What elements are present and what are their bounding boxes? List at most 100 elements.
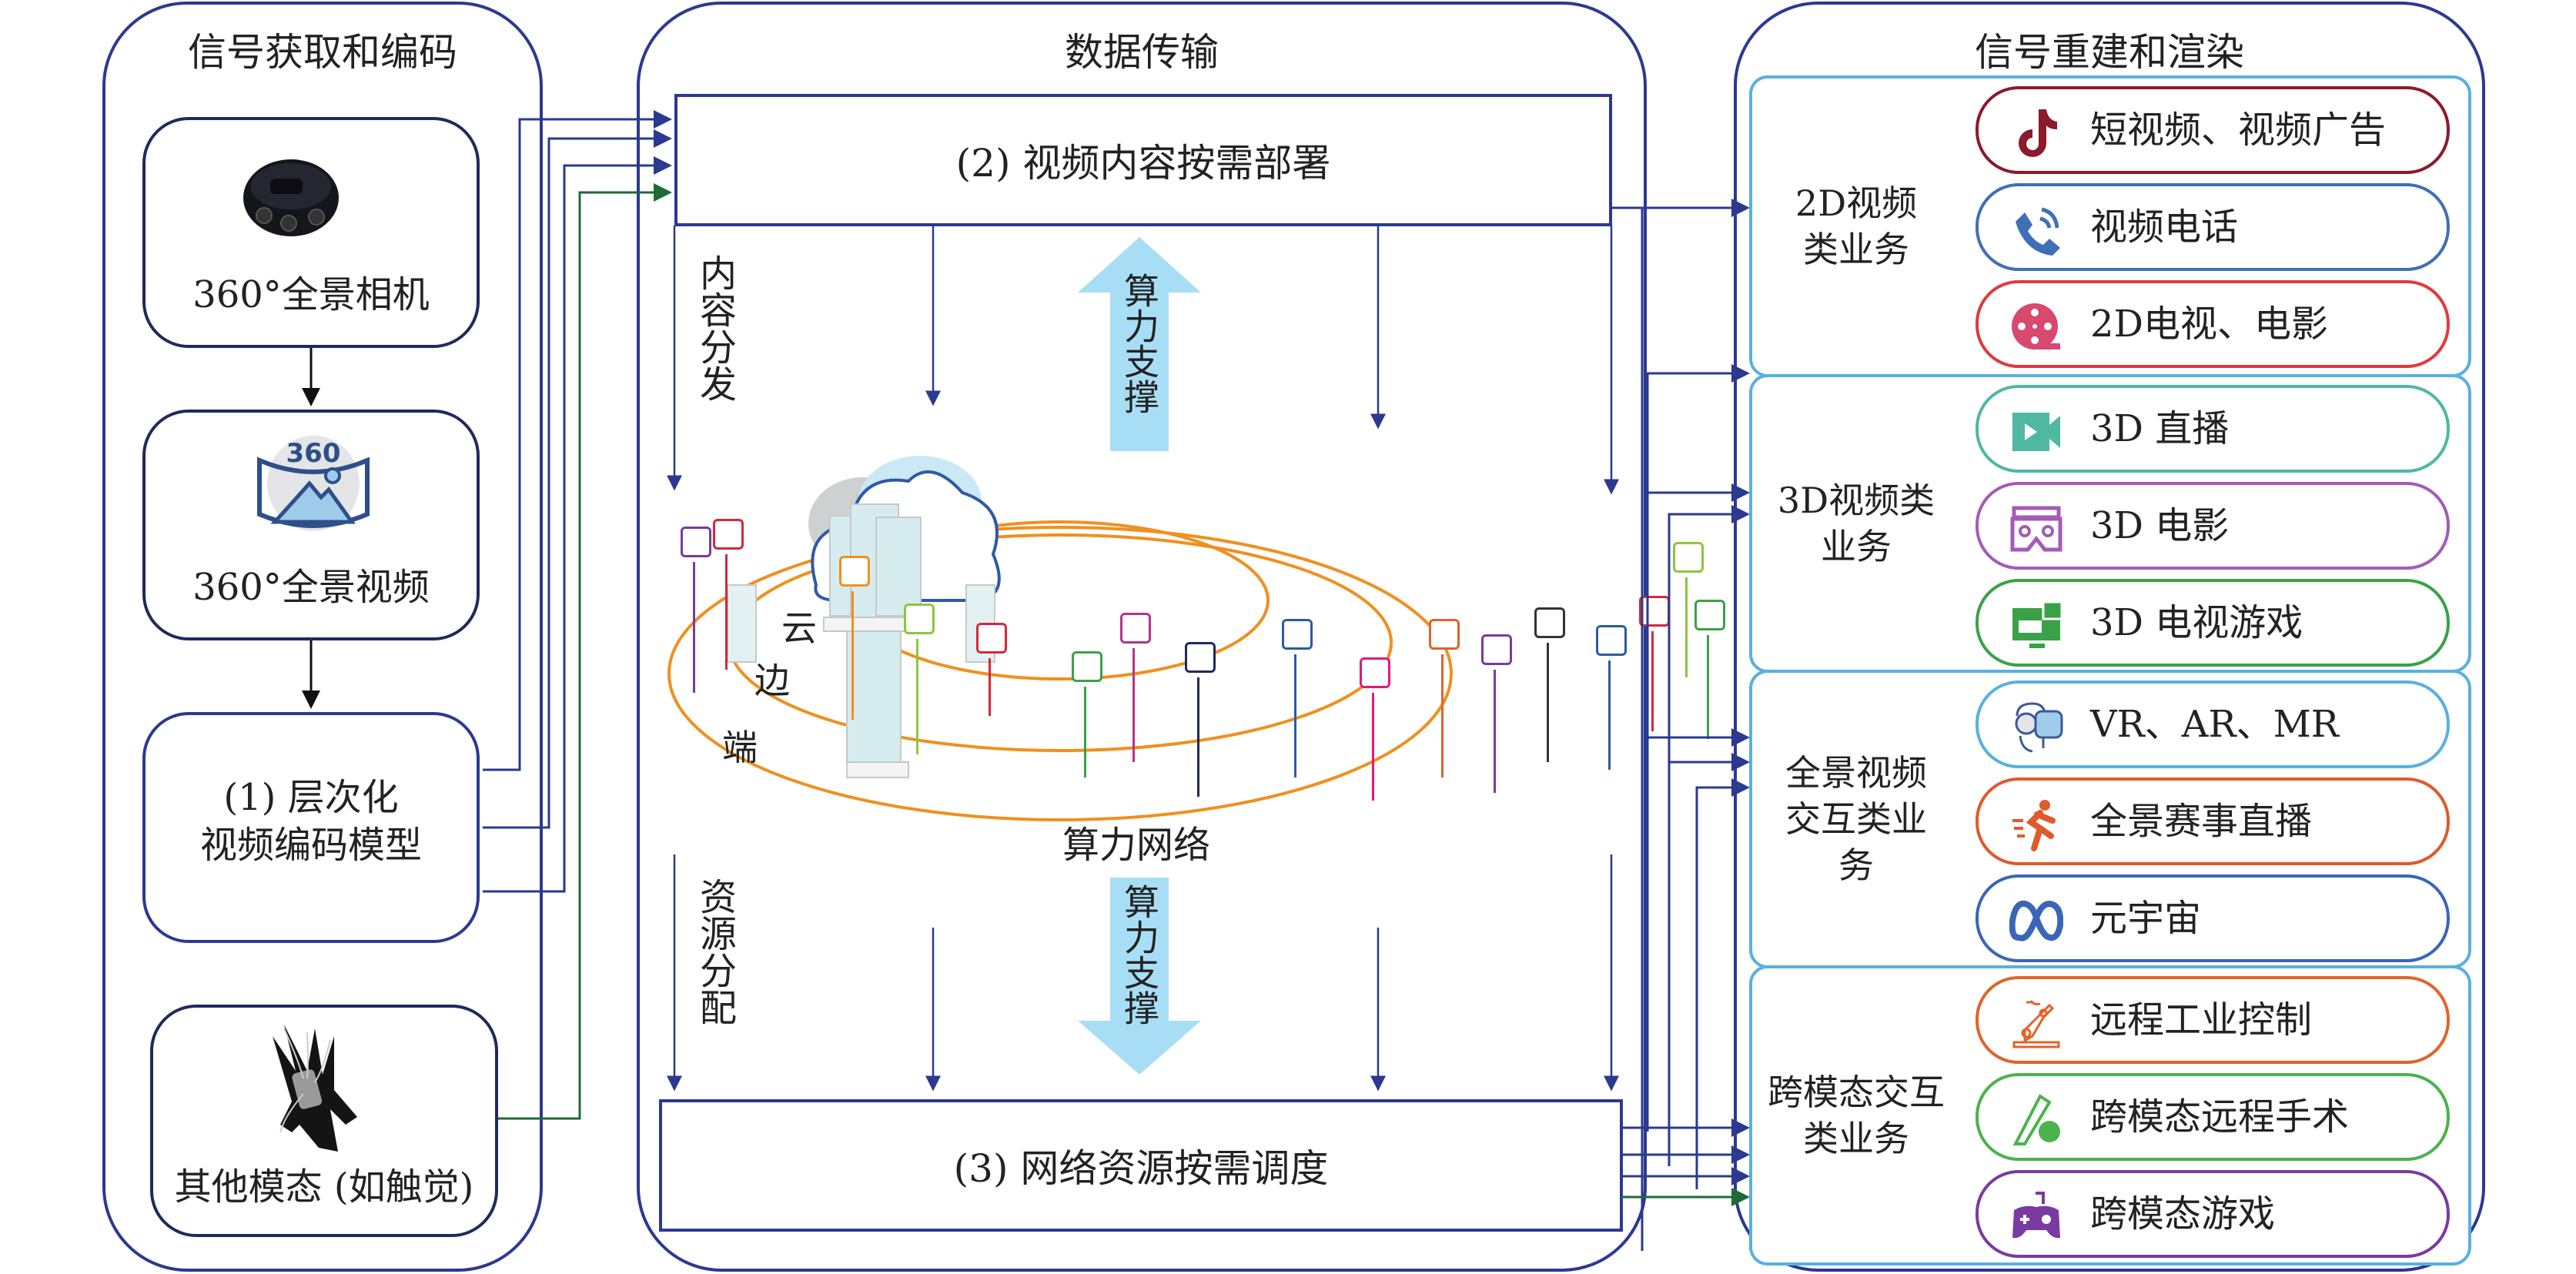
service-item[interactable]: VR、AR、MR <box>1975 680 2450 768</box>
device-icon <box>903 604 935 634</box>
device-pin <box>1480 634 1512 793</box>
device-pin <box>1072 651 1103 777</box>
service-item[interactable]: 全景赛事直播 <box>1975 777 2450 865</box>
other-modality-label: 其他模态 (如触觉) <box>174 1165 474 1209</box>
service-label: 全景赛事直播 <box>2090 800 2313 843</box>
service-group-4: 跨模态交互 类业务远程工业控制跨模态远程手术跨模态游戏 <box>1749 965 2471 1266</box>
device-icon <box>1480 634 1512 665</box>
scalpel-icon <box>2009 1093 2063 1147</box>
vr-headset-icon <box>2009 701 2063 754</box>
service-item[interactable]: 视频电话 <box>1975 183 2450 271</box>
meta-infinity-icon <box>2009 894 2064 948</box>
compute-support-down-arrow: 算力支撑 <box>1078 878 1201 1075</box>
service-label: 跨模态游戏 <box>2090 1192 2276 1236</box>
device-pin <box>1673 542 1705 677</box>
device-pin <box>1639 596 1671 731</box>
3d-tv-icon <box>2009 599 2063 653</box>
service-item[interactable]: 跨模态游戏 <box>1975 1170 2450 1258</box>
device-icon <box>1282 619 1313 650</box>
device-pin <box>713 519 744 670</box>
service-group-label: 2D视频 类业务 <box>1795 182 1918 270</box>
device-pin <box>1429 619 1460 777</box>
device-icon <box>713 519 744 550</box>
device-icon <box>838 556 870 587</box>
vr-glasses-icon <box>2009 502 2063 556</box>
service-item[interactable]: 远程工业控制 <box>1975 976 2450 1064</box>
service-label: 跨模态远程手术 <box>2090 1095 2350 1139</box>
device-pin <box>838 556 870 720</box>
end-layer-label: 端 <box>722 727 758 768</box>
left-panel-title: 信号获取和编码 <box>188 30 457 75</box>
content-deployment-label: (2) 视频内容按需部署 <box>955 141 1331 186</box>
service-item[interactable]: 短视频、视频广告 <box>1975 86 2450 174</box>
360-video-icon: 360 <box>244 430 383 545</box>
device-icon <box>681 527 711 557</box>
compute-network-illustration: 云 边 端 算力网络 <box>662 446 1774 878</box>
service-group-1: 2D视频 类业务 短视频、视频广告视频电话 2D电视、电影 <box>1749 75 2471 377</box>
resource-scheduling-box[interactable]: (3) 网络资源按需调度 <box>659 1099 1623 1232</box>
device-pin <box>1534 607 1565 762</box>
service-group-label: 全景视频 交互类业 务 <box>1785 752 1927 886</box>
device-icon <box>1360 657 1390 688</box>
device-pin <box>1595 625 1627 770</box>
device-icon <box>976 623 1008 654</box>
runner-icon <box>2009 798 2063 851</box>
device-pin <box>1120 613 1152 762</box>
device-icon <box>1072 651 1103 682</box>
device-icon <box>1534 607 1565 638</box>
video-camera-icon <box>2009 405 2063 459</box>
content-deployment-box[interactable]: (2) 视频内容按需部署 <box>674 94 1612 226</box>
device-pin <box>1282 619 1313 777</box>
tiktok-icon <box>2009 106 2063 160</box>
device-icon <box>1595 625 1627 656</box>
device-pin <box>681 527 711 693</box>
support-up-arrow-shape <box>1078 237 1201 451</box>
device-pin <box>903 604 935 754</box>
panoramic-camera-box[interactable]: 360°全景相机 <box>142 117 480 348</box>
robot-arm-icon <box>2009 996 2063 1050</box>
hierarchical-coding-label-line1: (1) 层次化 <box>223 776 399 819</box>
device-pin <box>976 623 1008 716</box>
panoramic-video-box[interactable]: 360 360°全景视频 <box>142 410 480 640</box>
middle-panel-title: 数据传输 <box>1065 30 1219 75</box>
support-down-arrow-shape <box>1078 878 1201 1075</box>
resource-scheduling-label: (3) 网络资源按需调度 <box>953 1146 1329 1191</box>
panoramic-video-label: 360°全景视频 <box>192 566 430 609</box>
compute-network-caption: 算力网络 <box>1062 824 1211 867</box>
content-distribution-text: 内容分发 <box>693 254 736 402</box>
compute-support-down-text: 算力支撑 <box>1119 884 1160 1025</box>
service-item[interactable]: 元宇宙 <box>1975 874 2450 962</box>
other-modality-box[interactable]: 其他模态 (如触觉) <box>150 1005 498 1237</box>
phone-call-icon <box>2009 203 2063 257</box>
service-label: 短视频、视频广告 <box>2090 109 2387 152</box>
gamepad-icon <box>2009 1190 2063 1244</box>
service-label: VR、AR、MR <box>2090 703 2339 746</box>
central-server-icon <box>823 503 928 778</box>
hierarchical-coding-box[interactable]: (1) 层次化 视频编码模型 <box>142 712 480 943</box>
service-item[interactable]: 3D 直播 <box>1975 385 2450 473</box>
panoramic-camera-label: 360°全景相机 <box>192 273 430 316</box>
content-distribution-label: 内容分发 <box>691 254 738 412</box>
hierarchical-coding-label-line2: 视频编码模型 <box>199 824 422 867</box>
service-item[interactable]: 跨模态远程手术 <box>1975 1073 2450 1161</box>
device-pin <box>1185 642 1216 797</box>
service-label: 2D电视、电影 <box>2090 303 2329 346</box>
service-label: 视频电话 <box>2090 206 2239 249</box>
service-item[interactable]: 3D 电视游戏 <box>1975 579 2450 667</box>
service-item[interactable]: 3D 电影 <box>1975 482 2450 570</box>
resource-allocation-text: 资源分配 <box>693 878 736 1025</box>
haptic-glove-icon <box>253 1017 376 1159</box>
service-group-3: 全景视频 交互类业 务 VR、AR、MR 全景赛事直播元宇宙 <box>1749 670 2471 968</box>
service-label: 元宇宙 <box>2090 897 2202 940</box>
device-icon <box>1639 596 1671 627</box>
360-icon-text: 360 <box>286 438 341 469</box>
service-item[interactable]: 2D电视、电影 <box>1975 280 2450 368</box>
right-panel-title: 信号重建和渲染 <box>1975 30 2244 75</box>
edge-layer-label: 边 <box>754 660 790 701</box>
service-label: 3D 电影 <box>2090 504 2230 547</box>
compute-support-up-text: 算力支撑 <box>1119 273 1160 414</box>
cloud-layer-label: 云 <box>781 607 817 649</box>
panoramic-camera-icon <box>241 155 341 240</box>
service-label: 远程工业控制 <box>2090 998 2313 1042</box>
